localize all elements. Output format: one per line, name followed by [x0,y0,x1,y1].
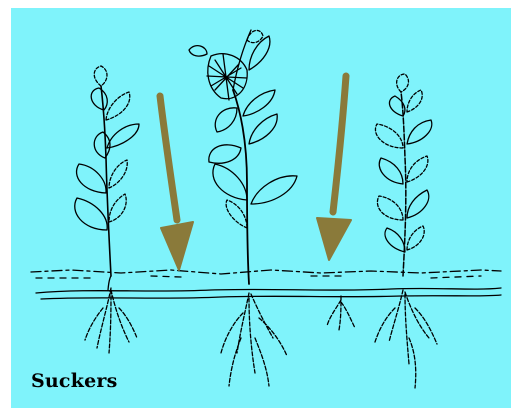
plant-center-flowering [189,30,297,386]
diagram-caption: Suckers [31,370,117,392]
horizontal-root [36,288,501,299]
suckers-diagram: Suckers [11,8,511,408]
plant-left [75,66,139,353]
down-arrow-icon [160,96,177,220]
soil-line [31,270,501,278]
small-sucker-root [327,296,355,330]
plant-right [375,74,437,388]
diagram-drawing [11,8,511,408]
arrow-right [317,76,351,260]
down-arrow-icon [333,76,346,212]
arrow-left [160,96,193,270]
